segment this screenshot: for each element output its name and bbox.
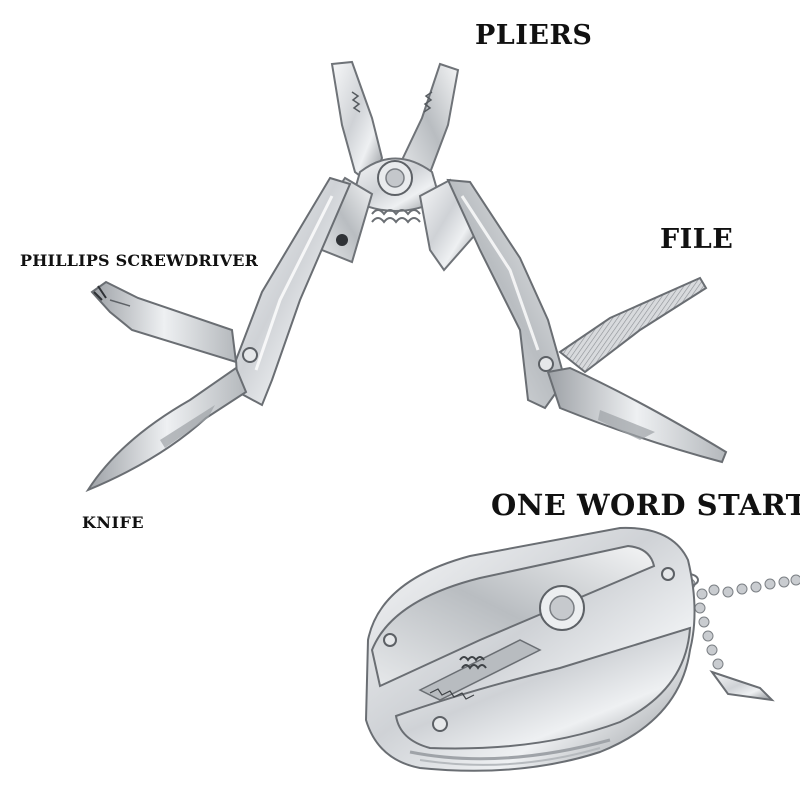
phillips-screwdriver (90, 280, 238, 364)
label-one-word-start: ONE WORD START (491, 488, 800, 522)
rivet-left (242, 347, 258, 363)
knife-blade-right (546, 366, 728, 464)
label-file: FILE (660, 224, 734, 255)
label-knife: KNIFE (82, 513, 145, 532)
file-tool (558, 276, 708, 374)
handle-right (446, 178, 567, 410)
spring (371, 209, 421, 224)
handle-left (234, 176, 352, 407)
label-pliers: PLIERS (475, 20, 593, 51)
folded-multitool (364, 526, 800, 772)
rivet-right (538, 356, 554, 372)
label-phillips-screwdriver: PHILLIPS SCREWDRIVER (20, 251, 259, 270)
knife-blade (85, 366, 248, 493)
ball-chain (684, 574, 800, 670)
unfolded-multitool (85, 60, 728, 493)
